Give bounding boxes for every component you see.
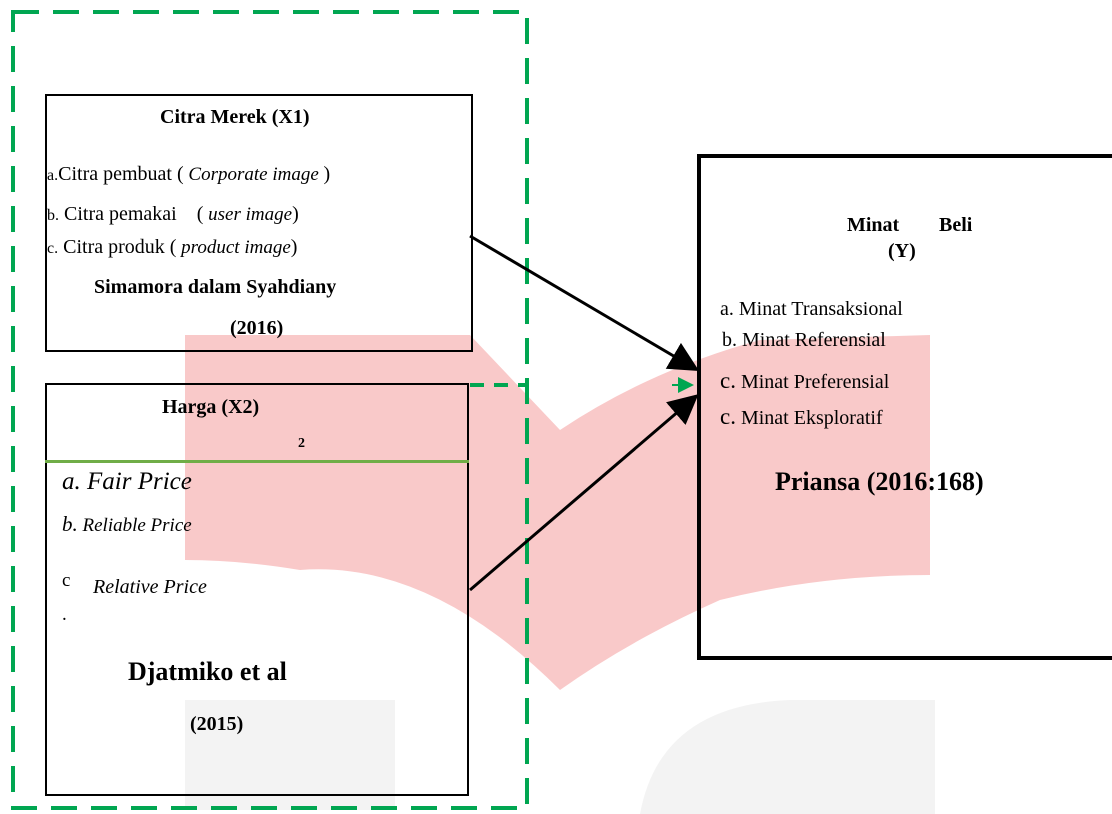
item-text: Citra produk ( [58, 236, 177, 258]
citra-merek-item-a: a.Citra pembuat ( Corporate image ) [47, 163, 330, 186]
minat-beli-title-word1: Minat [847, 214, 900, 236]
watermark-book-right [560, 335, 930, 690]
item-marker: c. [720, 368, 736, 393]
minat-beli-title-line2: (Y) [888, 240, 916, 262]
item-italic: user image [203, 204, 293, 225]
item-italic: Corporate image [183, 164, 324, 185]
item-marker: b. [47, 207, 59, 224]
citra-merek-box [45, 94, 473, 352]
item-marker: a. [47, 167, 59, 184]
minat-beli-item-b: b. Minat Referensial [722, 329, 886, 352]
item-text: Minat Referensial [737, 329, 886, 351]
citra-merek-source-2: (2016) [230, 317, 284, 339]
arrow-x1-to-y [469, 234, 700, 372]
arrow-x2-to-y [469, 394, 699, 592]
item-text: Reliable Price [77, 515, 192, 536]
minat-beli-box [697, 154, 1112, 660]
harga-box [45, 383, 469, 796]
minat-beli-source: Priansa (2016:168) [775, 467, 984, 496]
item-marker: c. [47, 240, 59, 257]
watermark-book-left [185, 335, 560, 690]
harga-subscript: 2 [298, 436, 305, 451]
harga-item-c-text: Relative Price [93, 576, 207, 598]
harga-item-c-marker: c [62, 570, 71, 591]
item-marker: c. [720, 404, 736, 429]
citra-merek-source-1: Simamora dalam Syahdiany [94, 276, 337, 298]
watermark-bottom-shape-left [185, 700, 395, 810]
item-text: Citra pemakai ( [59, 203, 204, 225]
item-close: ) [290, 236, 298, 258]
harga-divider [45, 460, 469, 463]
harga-item-b: b. Reliable Price [62, 512, 192, 537]
item-text: Minat Transaksional [733, 298, 903, 320]
item-marker: a. [62, 468, 81, 495]
item-italic: product image [176, 237, 291, 258]
citra-merek-item-c: c. Citra produk ( product image) [47, 236, 297, 259]
harga-source-1: Djatmiko et al [128, 657, 287, 686]
minat-beli-item-c: c. Minat Preferensial [720, 368, 889, 394]
minat-beli-item-a: a. Minat Transaksional [720, 298, 903, 321]
harga-item-a: a. Fair Price [62, 468, 192, 496]
dashed-boundary [11, 10, 529, 810]
minat-beli-item-d: c. Minat Eksploratif [720, 404, 883, 430]
harga-title: Harga (X2) [162, 396, 260, 418]
item-close: ) [323, 163, 331, 185]
item-text: Minat Preferensial [735, 371, 890, 393]
item-close: ) [292, 203, 299, 225]
item-text: Citra pembuat ( [58, 163, 184, 185]
harga-source-2: (2015) [190, 713, 244, 735]
item-marker: b. [722, 329, 737, 351]
item-marker: a. [720, 298, 734, 320]
item-text: Minat Eksploratif [735, 407, 883, 429]
watermark-bottom-shape-right [640, 700, 935, 814]
item-text: Fair Price [80, 468, 192, 495]
minat-beli-title-word2: Beli [939, 214, 973, 236]
item-marker: b. [62, 512, 78, 536]
citra-merek-item-b: b. Citra pemakai ( user image) [47, 203, 299, 226]
harga-dot: . [62, 604, 67, 625]
citra-merek-title: Citra Merek (X1) [160, 106, 310, 128]
